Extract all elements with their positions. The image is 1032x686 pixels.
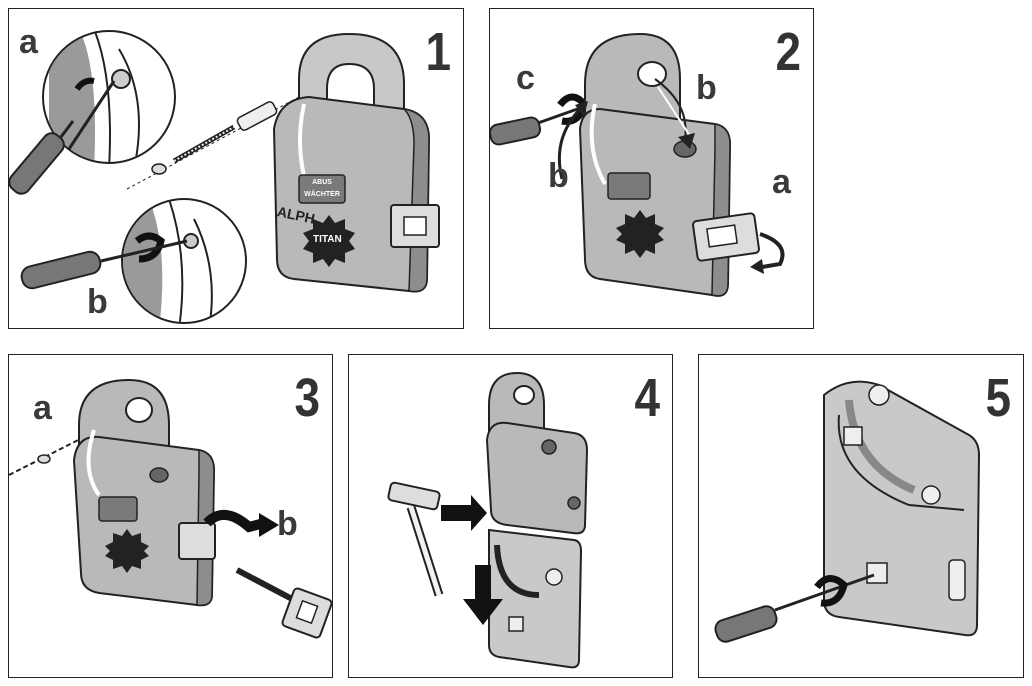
lock-mechanism-open	[823, 380, 981, 637]
step-5-illustration	[714, 380, 981, 643]
label-b-left: b	[548, 157, 569, 195]
step-number: 5	[985, 368, 1011, 428]
step-3-illustration	[9, 378, 332, 639]
label-a: a	[33, 389, 52, 427]
lock-screw-parts	[126, 96, 300, 190]
step-number: 3	[294, 368, 320, 428]
step-4-illustration	[387, 371, 589, 669]
padlock-body	[72, 378, 216, 607]
screwdriver	[714, 573, 875, 643]
step-4-panel: 4	[348, 354, 673, 678]
zoom-detail-b	[121, 198, 247, 324]
shackle-removed	[654, 78, 695, 149]
screwdriver-b	[20, 239, 188, 290]
label-a: a	[19, 23, 38, 61]
step-number: 1	[425, 22, 451, 82]
label-a: a	[772, 163, 791, 201]
padlock-body	[578, 32, 732, 297]
key-turn	[692, 212, 785, 274]
screwdriver-a	[9, 120, 75, 195]
label-b: b	[277, 505, 298, 543]
label-b: b	[87, 283, 108, 321]
step-1-panel: 1 a b ABUS WÄCHTER ALPH TITAN	[8, 8, 464, 329]
key-removed	[203, 510, 332, 639]
step-2-illustration	[490, 32, 785, 297]
arrow-b	[557, 101, 588, 180]
brand-badge: ABUS WÄCHTER	[304, 179, 340, 198]
step-number: 4	[634, 368, 660, 428]
seal-text: TITAN	[313, 234, 342, 245]
step-2-panel: 2 c b b a	[489, 8, 814, 329]
step-number: 2	[775, 22, 801, 82]
step-3-panel: 3 a b	[8, 354, 333, 678]
step-1-illustration	[9, 30, 440, 324]
label-b-top: b	[696, 69, 717, 107]
zoom-detail-a	[42, 30, 176, 164]
lock-mechanism	[463, 528, 583, 669]
lock-case-top	[485, 371, 589, 535]
label-c: c	[516, 59, 535, 97]
hammer	[387, 481, 487, 597]
step-5-panel: 5	[698, 354, 1024, 678]
padlock	[272, 32, 440, 293]
